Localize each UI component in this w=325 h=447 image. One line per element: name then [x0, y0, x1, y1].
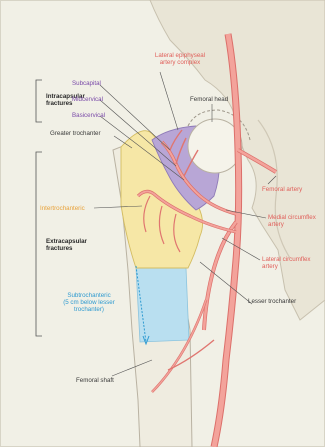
label-subcapital: Subcapital — [72, 80, 101, 87]
label-midcervical: Midcervical — [72, 96, 103, 103]
label-basicervical: Basicervical — [72, 112, 105, 119]
label-femoral-head: Femoral head — [190, 96, 228, 103]
label-subtrochanteric: Subtrochanteric (5 cm below lesser troch… — [46, 292, 132, 314]
label-medial-circumflex-artery: Medial circumflex artery — [268, 214, 316, 228]
label-greater-trochanter: Greater trochanter — [50, 130, 101, 137]
label-intertrochanteric: Intertrochanteric — [40, 205, 85, 212]
label-lateral-circumflex-artery: Lateral circumflex artery — [262, 256, 311, 270]
label-lateral-epiphyseal-artery: Lateral epiphyseal artery complex — [140, 52, 220, 66]
label-lesser-trochanter: Lesser trochanter — [248, 298, 296, 305]
label-extracapsular-fractures: Extracapsular fractures — [46, 238, 110, 252]
subtrochanteric-zone — [136, 268, 189, 342]
label-femoral-shaft: Femoral shaft — [76, 377, 114, 384]
label-femoral-artery: Femoral artery — [262, 186, 302, 193]
